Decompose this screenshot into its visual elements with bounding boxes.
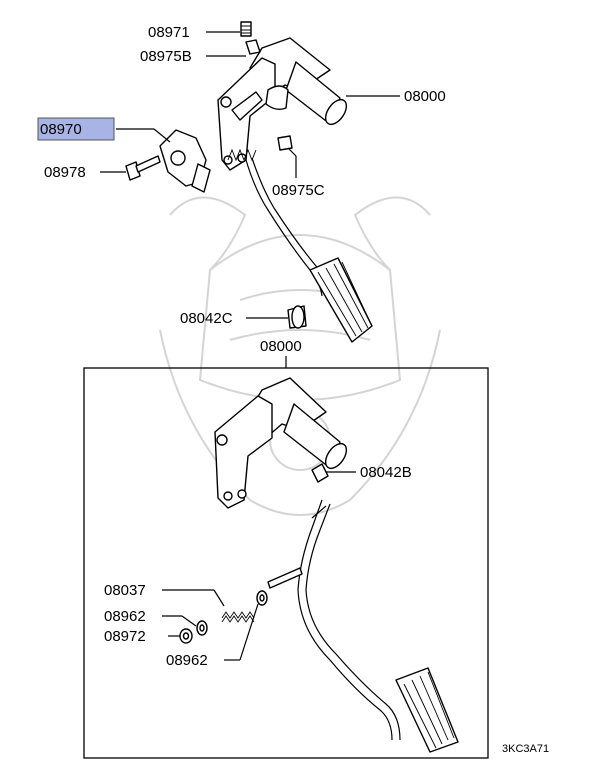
leader-lines — [100, 31, 400, 661]
label-08972[interactable]: 08972 — [104, 628, 146, 645]
stopper-08042C — [287, 305, 307, 329]
stopper-08042B — [311, 463, 329, 483]
label-08962-a[interactable]: 08962 — [104, 608, 146, 625]
washer-08962-b — [256, 590, 268, 606]
highlight-08970 — [37, 117, 115, 141]
top-pedal-assembly — [217, 37, 373, 343]
label-08042C[interactable]: 08042C — [180, 310, 233, 327]
label-08970[interactable]: 08970 — [40, 121, 82, 138]
bolt-08978 — [125, 155, 161, 181]
bushing-08975C — [277, 135, 293, 151]
label-08000-top[interactable]: 08000 — [404, 88, 446, 105]
label-08971[interactable]: 08971 — [148, 24, 190, 41]
label-08000-box[interactable]: 08000 — [260, 338, 302, 355]
diagram-code: 3KC3A71 — [502, 743, 549, 755]
washer-08962-a — [196, 620, 208, 636]
spring-08037 — [221, 611, 255, 623]
label-08975B[interactable]: 08975B — [140, 48, 192, 65]
label-08962-b[interactable]: 08962 — [166, 652, 208, 669]
label-08042B[interactable]: 08042B — [360, 464, 412, 481]
box-pedal-assembly — [214, 377, 459, 753]
label-08978[interactable]: 08978 — [44, 164, 86, 181]
sensor-08970 — [159, 129, 211, 193]
bushing-08975B — [245, 39, 261, 55]
nut-08972 — [179, 628, 193, 644]
label-08037[interactable]: 08037 — [104, 582, 146, 599]
label-08975C[interactable]: 08975C — [272, 182, 325, 199]
nut-08971 — [240, 21, 252, 37]
